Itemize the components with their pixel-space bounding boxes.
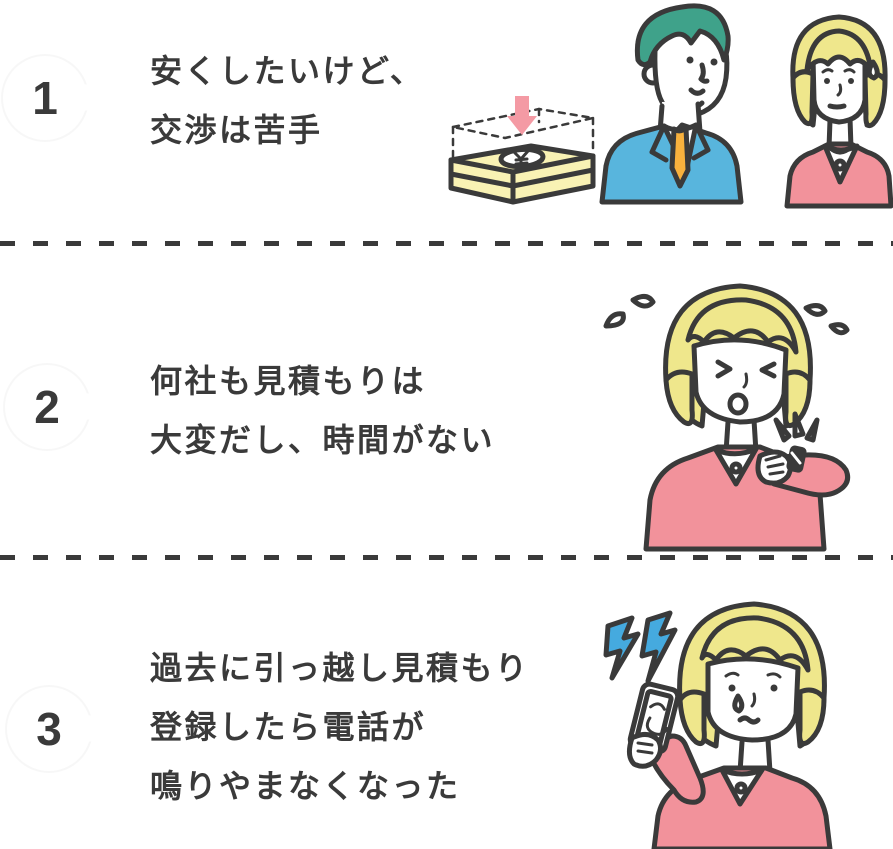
step-number-3: 3 (36, 703, 62, 755)
badge-tail (70, 82, 101, 113)
caption-line: 過去に引っ越し見積もり (150, 650, 530, 686)
dashed-divider (0, 555, 893, 560)
money-stack-yen-down-arrow-icon (443, 94, 601, 206)
caption-line: 何社も見積もりは (150, 363, 427, 399)
caption-line: 鳴りやまなくなった (150, 768, 461, 804)
badge-tail (74, 713, 105, 744)
pain-point-text-1: 安くしたいけど、 交渉は苦手 (150, 42, 424, 160)
woman-checking-watch-illustration (588, 268, 893, 552)
pain-point-text-3: 過去に引っ越し見積もり 登録したら電話が 鳴りやまなくなった (150, 639, 530, 816)
caption-line: 大変だし、時間がない (150, 422, 496, 458)
woman-phone-ringing-illustration (588, 588, 893, 849)
man-blue-suit-illustration (598, 2, 744, 205)
step-badge-1: 1 (3, 56, 101, 140)
woman-pink-worried-illustration (784, 10, 893, 209)
caption-line: 安くしたいけど、 (150, 53, 425, 89)
badge-tail (72, 391, 103, 422)
step-number-2: 2 (34, 381, 60, 433)
step-badge-2: 2 (5, 365, 103, 449)
step-badge-3: 3 (7, 687, 105, 771)
caption-line: 登録したら電話が (150, 709, 427, 745)
dashed-divider (0, 241, 893, 246)
step-number-1: 1 (32, 72, 58, 124)
pain-point-text-2: 何社も見積もりは 大変だし、時間がない (150, 352, 495, 470)
caption-line: 交渉は苦手 (150, 112, 323, 148)
